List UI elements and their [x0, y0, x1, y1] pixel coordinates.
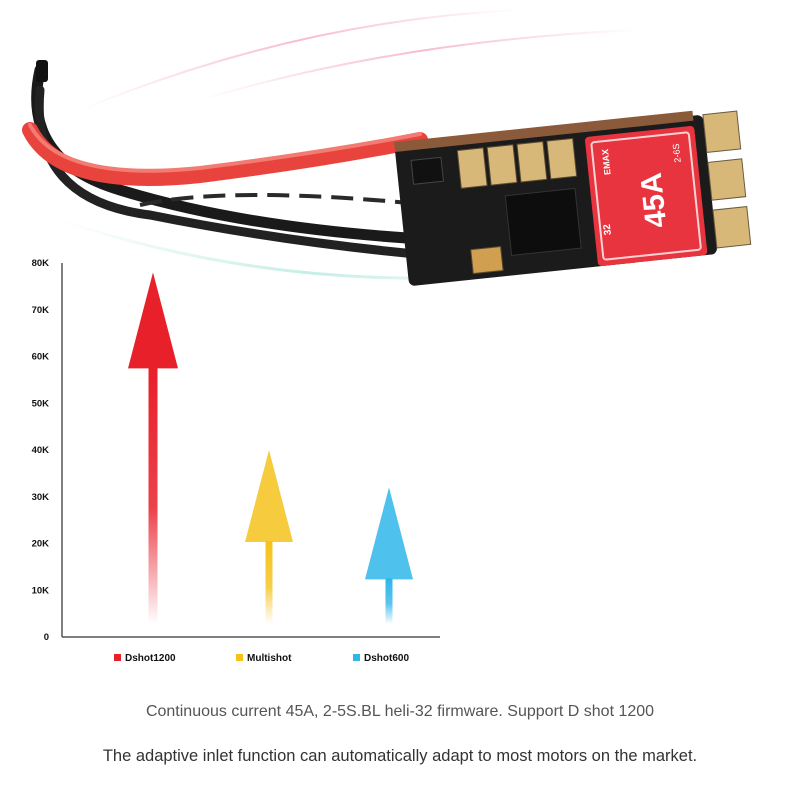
- y-tick-label: 50K: [32, 398, 50, 409]
- y-tick-label: 20K: [32, 539, 50, 550]
- rating-text: 45A: [635, 171, 674, 229]
- bar-dshot1200: [128, 272, 178, 624]
- bar-dshot600: [365, 487, 413, 624]
- y-tick-label: 60K: [32, 352, 50, 363]
- bar-shaft: [148, 367, 158, 624]
- legend-label: Dshot600: [364, 653, 409, 664]
- bar-shaft: [265, 541, 273, 624]
- motor-pads: [702, 110, 752, 249]
- chart: 0 10K 20K 30K 40K 50K 60K 70K 80K Dshot1200 Multi…: [32, 258, 440, 664]
- bars: [128, 272, 413, 624]
- cells-text: 2-6S: [671, 143, 683, 163]
- legend: Dshot1200 Multishot Dshot600: [114, 653, 409, 664]
- y-tick-label: 40K: [32, 445, 50, 456]
- red-wire: [22, 122, 428, 186]
- y-tick-label: 30K: [32, 492, 50, 503]
- legend-label: Dshot1200: [125, 653, 176, 664]
- y-tick-label: 80K: [32, 258, 50, 269]
- y-tick-label: 10K: [32, 585, 50, 596]
- y-tick-labels: 0 10K 20K 30K 40K 50K 60K 70K 80K: [32, 258, 50, 643]
- y-tick-label: 0: [44, 632, 49, 643]
- side-text: 32: [602, 223, 614, 236]
- bar-shaft: [385, 578, 393, 624]
- brand-text: EMAX: [600, 149, 613, 176]
- bar-arrowhead: [365, 487, 413, 580]
- bar-arrowhead: [128, 272, 178, 369]
- bar-multishot: [245, 450, 293, 624]
- caption-adaptive: The adaptive inlet function can automati…: [102, 747, 698, 765]
- caption-spec: Continuous current 45A, 2-5S.BL heli-32 …: [145, 703, 655, 720]
- legend-swatch: [236, 654, 243, 661]
- legend-swatch: [114, 654, 121, 661]
- capacitors: [456, 137, 578, 189]
- y-tick-label: 70K: [32, 305, 50, 316]
- bar-arrowhead: [245, 450, 293, 542]
- legend-label: Multishot: [247, 653, 292, 664]
- esc-board: 45A EMAX 2-6S 32: [394, 110, 752, 286]
- heatsink-label: 45A EMAX 2-6S 32: [585, 126, 708, 267]
- esc-product-photo: 45A EMAX 2-6S 32: [22, 9, 752, 286]
- legend-swatch: [353, 654, 360, 661]
